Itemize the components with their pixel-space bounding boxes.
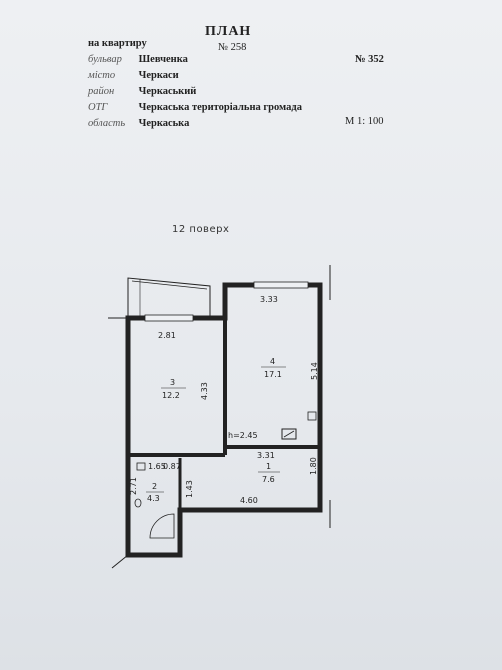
address-row-community: ОТГ Черкаська територіальна громада: [88, 102, 302, 113]
bath-icon: [136, 462, 146, 471]
address-label: область: [88, 118, 126, 129]
room-2-number: 2: [152, 482, 157, 491]
room-2-extra: 1.65: [148, 462, 166, 471]
stove-icon: [281, 428, 297, 440]
room-2-extra3: 1.43: [185, 480, 194, 498]
room-2-extra2: 0.87: [163, 462, 181, 471]
subtitle-row: на квартиру: [88, 38, 147, 49]
room-4-width: 3.33: [260, 295, 278, 304]
toilet-icon: [134, 498, 142, 508]
room-4-area: 17.1: [264, 370, 282, 379]
scale-label: М 1: 100: [345, 116, 384, 127]
address-label: ОТГ: [88, 102, 108, 113]
floor-label: 12 поверх: [172, 224, 230, 235]
room-3-area: 12.2: [162, 391, 180, 400]
apartment-number: № 258: [218, 42, 247, 53]
address-label: місто: [88, 70, 116, 81]
window-room3: [144, 314, 194, 322]
address-value: Черкаська: [138, 118, 190, 129]
height-note: h=2.45: [228, 431, 258, 440]
door-swing: [149, 513, 175, 539]
room-1-area: 7.6: [262, 475, 275, 484]
room-4-number: 4: [270, 357, 275, 366]
plan-subtitle: на квартиру: [88, 38, 147, 49]
balcony-outline: [127, 277, 211, 318]
room-4-length: 5.14: [310, 362, 319, 380]
outer-wall: [125, 282, 323, 558]
address-row-district: район Черкаський: [88, 86, 196, 97]
room-1-extra: 4.60: [240, 496, 258, 505]
address-row-city: місто Черкаси: [88, 70, 179, 81]
window-room4: [253, 281, 309, 289]
address-label: район: [88, 86, 115, 97]
address-value: Черкаська територіальна громада: [138, 102, 302, 113]
address-value: Шевченка: [138, 54, 188, 65]
dimension-line: [111, 554, 129, 569]
room-3-length: 4.33: [200, 382, 209, 400]
room-2-area: 4.3: [147, 494, 160, 503]
plan-title: ПЛАН: [205, 24, 252, 39]
address-row-region: область Черкаська: [88, 118, 189, 129]
sink-icon: [307, 411, 317, 421]
room-1-number: 1: [266, 462, 271, 471]
address-label: бульвар: [88, 54, 122, 65]
address-value: Черкаси: [138, 70, 179, 81]
room-2-length: 2.71: [129, 477, 138, 495]
house-number: № 352: [355, 54, 384, 65]
address-value: Черкаський: [138, 86, 197, 97]
address-row-street: бульвар Шевченка: [88, 54, 188, 65]
room-3-number: 3: [170, 378, 175, 387]
balcony-rail: [131, 280, 208, 290]
room-3-width: 2.81: [158, 331, 176, 340]
room-1-length: 1.80: [309, 457, 318, 475]
room-1-width: 3.31: [257, 451, 275, 460]
stove-icon: [283, 430, 295, 438]
